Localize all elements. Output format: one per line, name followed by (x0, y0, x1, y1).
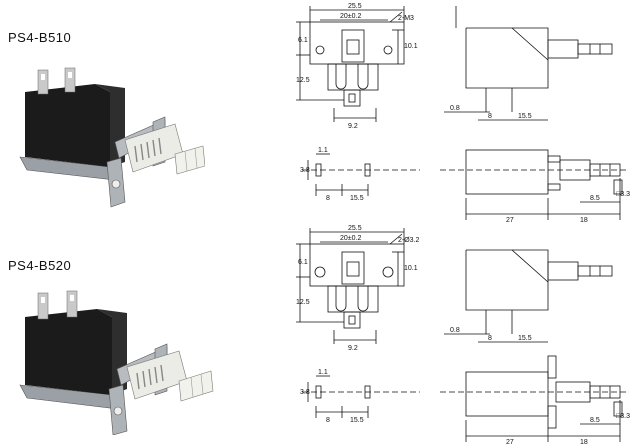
dim-small-width: 1.1 (318, 147, 328, 154)
dim-side-height: 10.1 (404, 43, 418, 50)
dim-pin-pitch: 8 (488, 335, 492, 342)
dim-holes: 2-M3 (398, 15, 414, 22)
dim-pin-pitch: 8 (488, 113, 492, 120)
dim-body-length: 27 (506, 217, 514, 224)
model-label-2: PS4-B520 (8, 258, 72, 273)
dim-bottom-width: 9.2 (348, 345, 358, 352)
dim-body-length: 27 (506, 439, 514, 445)
dim-small-height: 3.8 (300, 389, 310, 396)
dim-height-bottom: 12.5 (296, 77, 310, 84)
dim-plunger-length: 18 (580, 439, 588, 445)
dim-bottom-pitch: 8 (326, 195, 330, 202)
dim-holes: 2-Ø3.2 (398, 237, 420, 244)
dim-small-width: 1.1 (318, 369, 328, 376)
dim-side-height: 10.1 (404, 265, 418, 272)
dim-width: 25.5 (348, 225, 362, 232)
product-photo-2 (19, 290, 214, 435)
dim-plunger-travel: 8.5 (590, 417, 600, 424)
dim-plunger-length: 18 (580, 217, 588, 224)
drawing-set-2: 25.5 20±0.2 2-Ø3.2 6.1 12.5 10.1 9.2 0.8… (296, 225, 630, 445)
front-view-body (309, 21, 405, 65)
dim-bottom-span: 15.5 (350, 195, 364, 202)
dim-pin-span: 15.5 (518, 335, 532, 342)
model-label-1: PS4-B510 (8, 30, 72, 45)
dim-width: 25.5 (348, 3, 362, 10)
dim-small-height: 3.8 (300, 167, 310, 174)
dim-plunger-size: □3.3 (616, 413, 630, 420)
dim-height-top: 6.1 (298, 259, 308, 266)
dim-bottom-span: 15.5 (350, 417, 364, 424)
dim-bottom-pitch: 8 (326, 417, 330, 424)
dim-height-top: 6.1 (298, 37, 308, 44)
dim-pin-span: 15.5 (518, 113, 532, 120)
dim-hole-spacing: 20±0.2 (340, 13, 361, 20)
dim-bottom-width: 9.2 (348, 123, 358, 130)
drawing-set-1: 25.5 20±0.2 2-M3 6.1 12.5 10.1 9.2 0.8 8… (296, 3, 630, 224)
dim-hole-spacing: 20±0.2 (340, 235, 361, 242)
dim-plunger-travel: 8.5 (590, 195, 600, 202)
dim-pin-offset: 0.8 (450, 327, 460, 334)
dim-height-bottom: 12.5 (296, 299, 310, 306)
dim-pin-offset: 0.8 (450, 105, 460, 112)
dim-plunger-size: □3.3 (616, 191, 630, 198)
product-photo-1 (19, 67, 205, 208)
